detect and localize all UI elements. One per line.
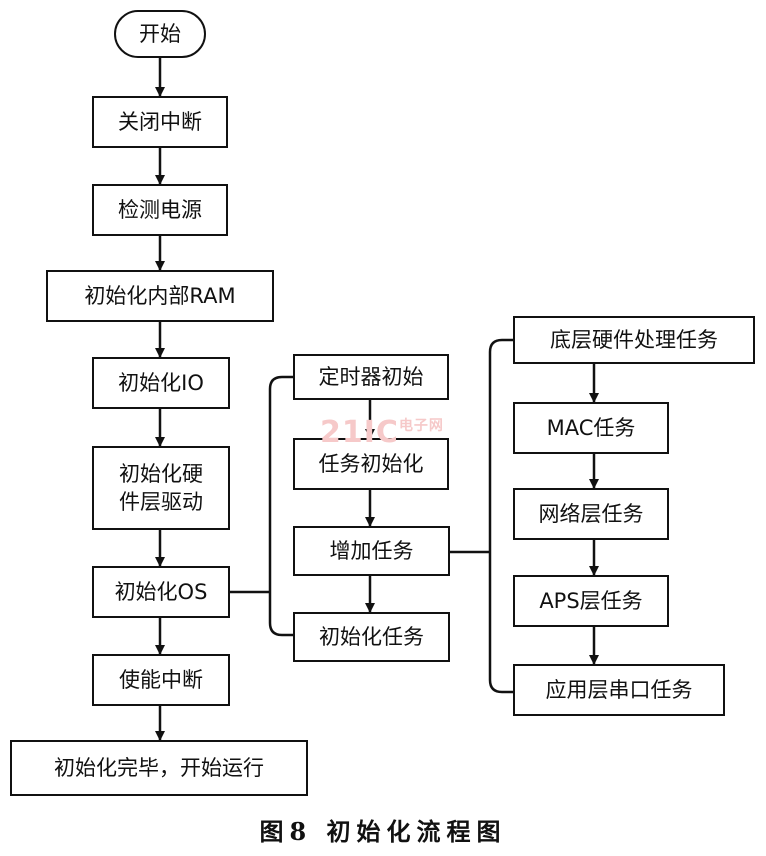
add-task-node: 增加任务 xyxy=(293,526,450,576)
init-io-label: 初始化IO xyxy=(118,370,204,395)
init-os-label: 初始化OS xyxy=(114,579,208,604)
network-task-label: 网络层任务 xyxy=(538,501,644,526)
hw-task-label: 底层硬件处理任务 xyxy=(550,327,718,352)
hw-task-node: 底层硬件处理任务 xyxy=(513,316,755,364)
init-hw-driver-node: 初始化硬 件层驱动 xyxy=(92,446,230,530)
check-power-label: 检测电源 xyxy=(118,197,202,222)
timer-init-node: 定时器初始 xyxy=(293,354,449,400)
start-label: 开始 xyxy=(139,21,181,46)
figure-caption: 图8 初始化流程图 xyxy=(259,817,507,846)
task-init-label: 任务初始化 xyxy=(318,451,424,476)
init-task-label: 初始化任务 xyxy=(319,624,424,649)
init-hw-driver-label-line1: 初始化硬 xyxy=(119,461,203,486)
init-os-node: 初始化OS xyxy=(92,566,230,618)
check-power-node: 检测电源 xyxy=(92,184,228,236)
init-hw-driver-label-line2: 件层驱动 xyxy=(119,490,203,514)
enable-interrupts-node: 使能中断 xyxy=(92,654,230,706)
enable-interrupts-label: 使能中断 xyxy=(119,667,203,692)
init-io-node: 初始化IO xyxy=(92,357,230,409)
mac-task-label: MAC任务 xyxy=(546,415,636,440)
watermark-small: 电子网 xyxy=(398,418,444,434)
mac-task-node: MAC任务 xyxy=(513,402,669,454)
disable-interrupts-label: 关闭中断 xyxy=(118,109,202,134)
watermark-logo: 21IC电子网 xyxy=(320,415,444,450)
start-node: 开始 xyxy=(114,10,206,58)
init-done-node: 初始化完毕，开始运行 xyxy=(10,740,308,796)
aps-task-node: APS层任务 xyxy=(513,575,669,627)
disable-interrupts-node: 关闭中断 xyxy=(92,96,228,148)
app-serial-task-label: 应用层串口任务 xyxy=(545,677,693,702)
init-ram-node: 初始化内部RAM xyxy=(46,270,274,322)
timer-init-label: 定时器初始 xyxy=(318,364,424,389)
network-task-node: 网络层任务 xyxy=(513,488,669,540)
branch-add-bracket xyxy=(488,338,513,694)
init-done-label: 初始化完毕，开始运行 xyxy=(54,755,264,780)
watermark-main: 21IC xyxy=(320,415,399,450)
init-task-node: 初始化任务 xyxy=(293,612,450,662)
task-init-node: 任务初始化 xyxy=(293,438,449,490)
add-task-label: 增加任务 xyxy=(329,538,414,563)
branch-os-bracket xyxy=(268,375,293,637)
init-ram-label: 初始化内部RAM xyxy=(84,283,236,308)
app-serial-task-node: 应用层串口任务 xyxy=(513,664,725,716)
aps-task-label: APS层任务 xyxy=(539,588,643,613)
